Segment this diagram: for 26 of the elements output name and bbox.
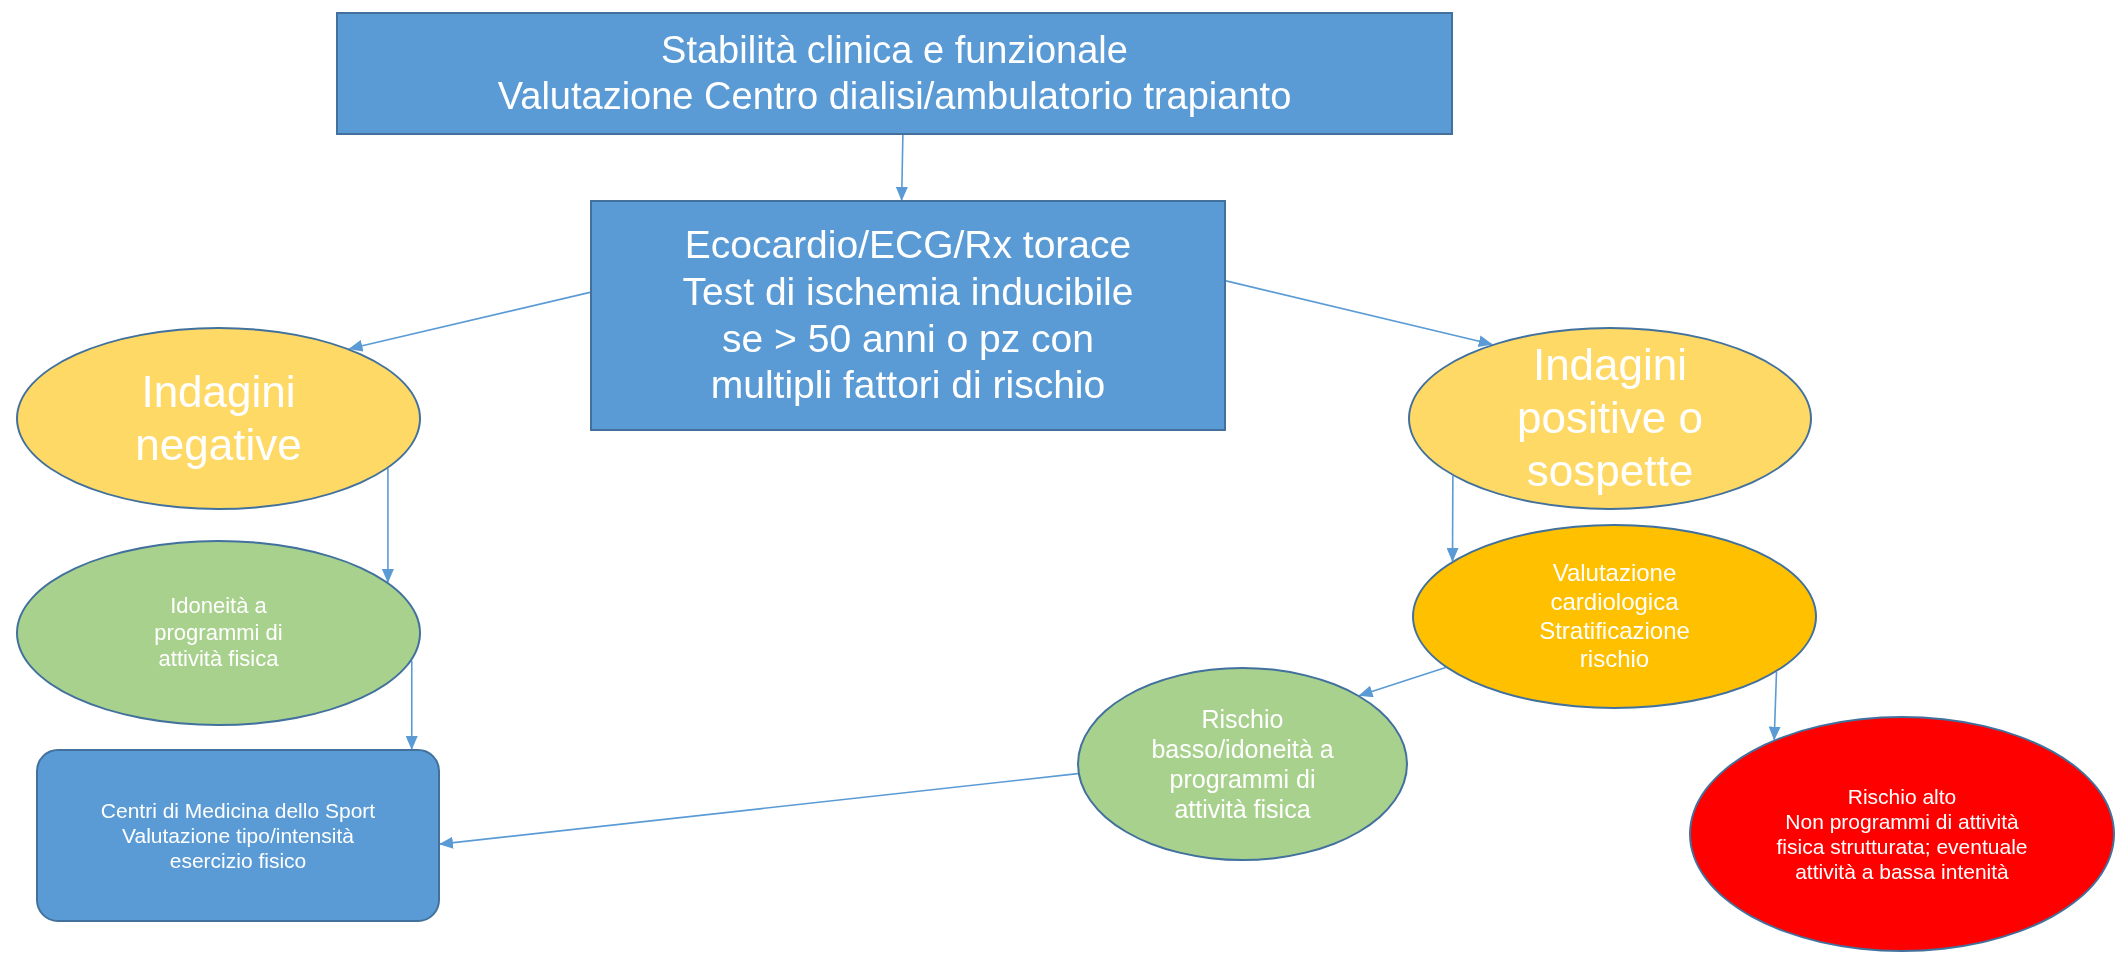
arrow bbox=[348, 291, 591, 352]
node-text: Stabilità clinica e funzionale bbox=[661, 27, 1128, 73]
node-text: Valutazione cardiologica bbox=[1549, 558, 1680, 617]
process-box bbox=[590, 200, 1226, 431]
node-text: Idoneità a programmi di attività fisica bbox=[153, 593, 284, 673]
arrow bbox=[895, 134, 908, 201]
arrow bbox=[1225, 280, 1493, 348]
node-text: Test di ischemia inducibile se > 50 anni o pz con multipli fattori di rischio bbox=[681, 268, 1135, 409]
arrow bbox=[439, 772, 1079, 849]
node-text: Non programmi di attività fisica strutturata; eventuale attività a bassa intenità bbox=[1775, 808, 2029, 885]
node-text: Rischio alto bbox=[1847, 783, 1957, 809]
node-text: Indagini negative bbox=[134, 365, 303, 471]
node-text: Valutazione tipo/intensità esercizio fisico bbox=[121, 822, 355, 874]
node-text: Stratificazione rischio bbox=[1538, 616, 1691, 675]
arrow bbox=[1358, 666, 1447, 698]
node-text: Centri di Medicina dello Sport bbox=[100, 797, 376, 823]
node-text: Rischio basso/idoneità a programmi di attività fisica bbox=[1150, 704, 1335, 824]
node-text: Ecocardio/ECG/Rx torace bbox=[684, 221, 1132, 268]
process-box bbox=[36, 749, 440, 922]
node-text: Valutazione Centro dialisi/ambulatorio trapianto bbox=[497, 73, 1292, 119]
arrow bbox=[1446, 475, 1459, 562]
arrow bbox=[381, 467, 394, 584]
process-box bbox=[336, 12, 1453, 135]
arrow bbox=[1768, 671, 1781, 741]
node-text: Indagini positive o sospette bbox=[1516, 339, 1704, 497]
arrow bbox=[405, 659, 418, 750]
